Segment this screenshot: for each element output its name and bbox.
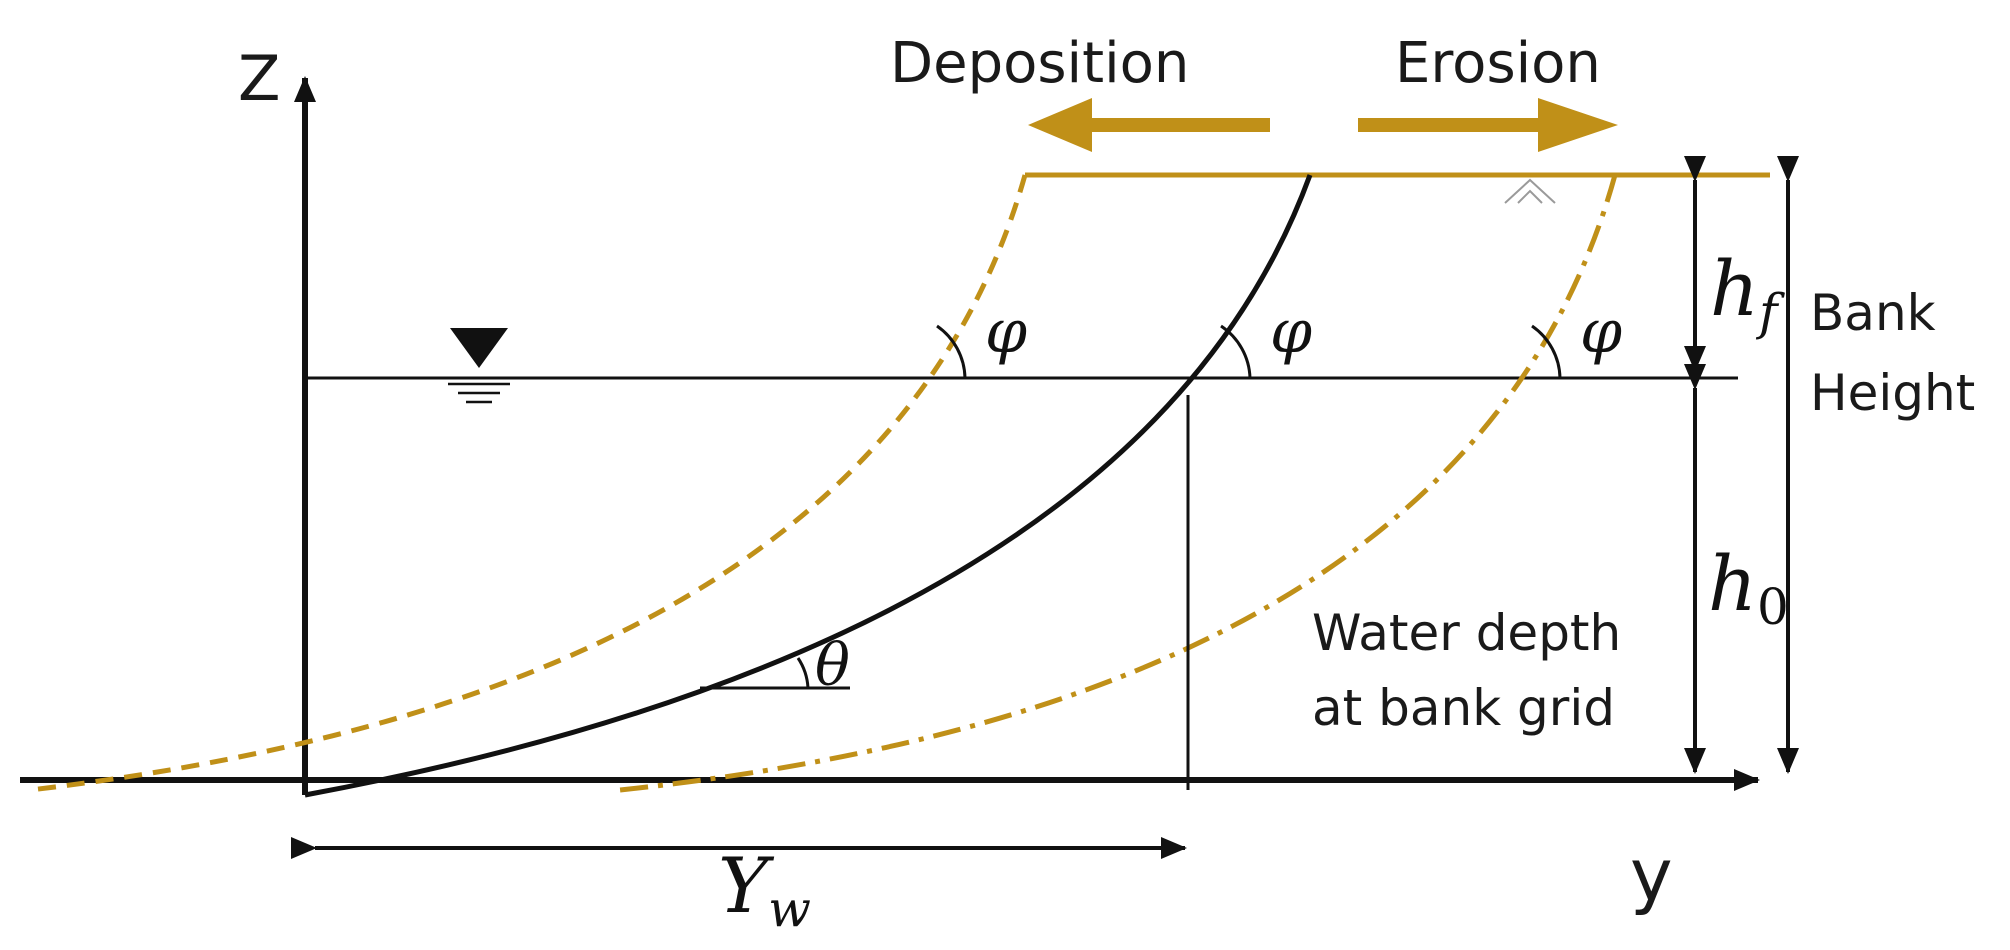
hf-label-sub: f <box>1755 283 1785 341</box>
phi-arc-deposited <box>936 324 967 379</box>
h0-label-sub: 0 <box>1757 578 1789 636</box>
erosion-label: Erosion <box>1395 31 1601 96</box>
phi-arc-current <box>1220 324 1252 379</box>
current-bank-profile <box>304 174 1313 798</box>
theta-label: θ <box>815 631 850 699</box>
phi-label-current: φ <box>1270 297 1312 367</box>
eroded-bank-profile <box>619 174 1618 793</box>
bank-height-label-line2: Height <box>1810 364 1975 422</box>
hf-label: hf <box>1710 244 1785 341</box>
phi-label-deposited: φ <box>985 297 1027 367</box>
grass-hatch-icon <box>1504 178 1556 204</box>
theta-arc <box>796 657 810 689</box>
phi-label-eroded: φ <box>1580 297 1622 367</box>
arrow-left-icon <box>1028 98 1270 152</box>
yw-label-sub: w <box>768 880 811 938</box>
phi-arc-eroded <box>1531 324 1562 379</box>
h0-label-main: h <box>1708 539 1757 628</box>
z-axis-label: Z <box>238 42 280 115</box>
y-axis-label: y <box>1630 833 1673 917</box>
arrow-right-icon <box>1358 98 1618 152</box>
h0-label: h0 <box>1708 539 1789 636</box>
inverted-triangle-water-surface-icon <box>448 328 510 404</box>
hf-label-main: h <box>1710 244 1759 333</box>
deposition-label: Deposition <box>890 31 1189 96</box>
deposited-bank-profile <box>29 174 1028 793</box>
water-depth-label-line1: Water depth <box>1312 604 1621 662</box>
water-depth-label-line2: at bank grid <box>1312 679 1615 737</box>
yw-label-main: Y <box>718 841 775 930</box>
yw-label: Yw <box>718 841 811 938</box>
bank-height-label-line1: Bank <box>1810 284 1936 342</box>
